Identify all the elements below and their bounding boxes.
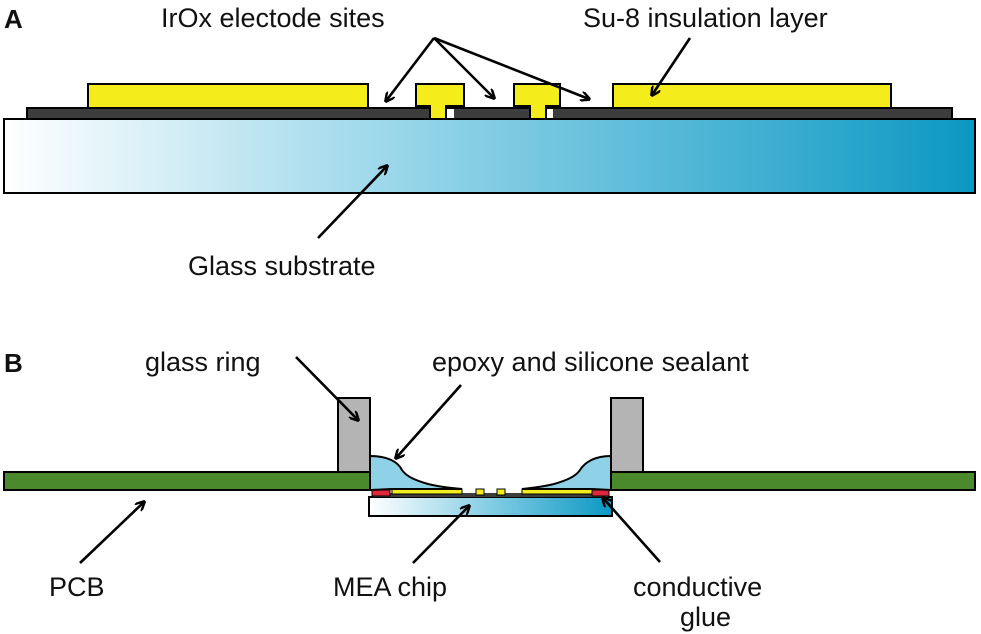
panel-b-letter: B — [4, 348, 23, 378]
label-conductive-glue-line2: glue — [680, 602, 731, 632]
arrow-sealant — [396, 384, 462, 458]
mea-chip-electrode-1 — [475, 488, 485, 496]
label-sealant: epoxy and silicone sealant — [432, 347, 749, 377]
arrow-mea-chip — [412, 506, 469, 564]
glass-substrate — [3, 118, 976, 194]
glass-ring-left — [337, 397, 371, 473]
conductor-layer — [26, 107, 953, 120]
conductor-gap-2 — [546, 109, 553, 118]
label-electrode-sites: IrOx electode sites — [161, 3, 385, 33]
glass-ring-right — [610, 397, 644, 473]
label-glass-substrate: Glass substrate — [188, 251, 376, 281]
sealant-right — [521, 454, 612, 492]
conductive-glue-left — [371, 489, 391, 497]
label-insulation: Su-8 insulation layer — [583, 3, 828, 33]
mea-chip-glass — [368, 496, 613, 517]
mea-chip-conductor — [373, 493, 608, 497]
su8-block-left — [87, 83, 369, 109]
arrow-insulation — [652, 37, 692, 95]
arrow-glass-ring — [295, 356, 358, 420]
arrow-glass-substrate — [317, 166, 387, 239]
mea-chip-electrode-2 — [496, 488, 506, 496]
panel-a-letter: A — [4, 4, 23, 34]
arrow-electrode-site-3 — [433, 36, 589, 99]
conductive-glue-right — [591, 489, 610, 497]
panel-b: B glass ring epoxy and silicone sealant … — [3, 347, 976, 632]
arrow-electrode-site-1 — [386, 37, 436, 101]
label-pcb: PCB — [49, 572, 105, 602]
label-conductive-glue-line1: conductive — [633, 572, 762, 602]
arrow-pcb — [79, 502, 144, 564]
panel-a: A IrOx electode sites Su-8 insulation la… — [3, 3, 976, 281]
arrow-conductive-glue — [603, 498, 661, 563]
pcb-left — [3, 471, 372, 491]
label-glass-ring: glass ring — [145, 347, 261, 377]
irox-electrode-2 — [513, 83, 561, 120]
conductor-gap-1 — [445, 109, 454, 118]
su8-block-right — [612, 83, 892, 109]
irox-electrode-1 — [415, 83, 465, 120]
label-mea-chip: MEA chip — [333, 572, 447, 602]
pcb-right — [600, 471, 976, 491]
sealant-left — [369, 454, 463, 492]
arrow-electrode-site-2 — [433, 37, 494, 98]
